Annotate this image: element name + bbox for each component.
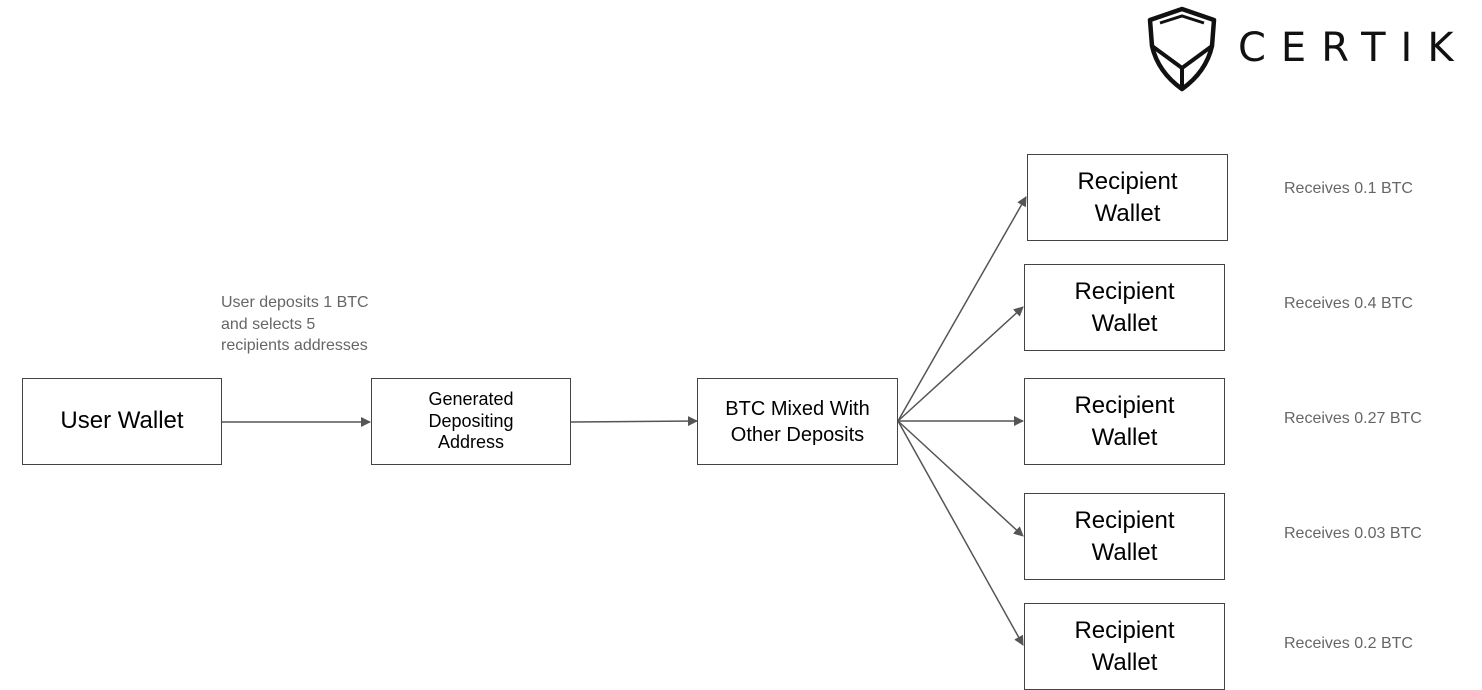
deposit-note: User deposits 1 BTC and selects 5 recipi… (221, 294, 369, 355)
arrow-mixer-to-recipient-2 (897, 306, 1024, 422)
recipient-amount: Receives 0.2 BTC (1284, 635, 1413, 652)
recipient-wallet-node: Recipient Wallet (1024, 378, 1225, 465)
recipient-amount: Receives 0.4 BTC (1284, 295, 1413, 312)
brand-wordmark: CERTIK (1238, 25, 1469, 71)
arrow-mixer-to-recipient-4 (897, 420, 1024, 537)
arrow-mixer-to-recipient-5 (897, 420, 1024, 646)
recipient-wallet-node: Recipient Wallet (1024, 493, 1225, 580)
mixer-node: BTC Mixed With Other Deposits (697, 378, 898, 465)
recipient-wallet-node: Recipient Wallet (1024, 603, 1225, 690)
arrow-mixer-to-recipient-1 (897, 196, 1027, 422)
recipient-amount: Receives 0.03 BTC (1284, 525, 1422, 542)
certik-shield-icon (1147, 6, 1217, 92)
recipient-amount: Receives 0.27 BTC (1284, 410, 1422, 427)
recipient-wallet-node: Recipient Wallet (1027, 154, 1228, 241)
recipient-amount: Receives 0.1 BTC (1284, 180, 1413, 197)
arrow-deposit-to-mixer (570, 416, 698, 427)
depositing-address-node: Generated Depositing Address (371, 378, 571, 465)
recipient-wallet-node: Recipient Wallet (1024, 264, 1225, 351)
user-wallet-node: User Wallet (22, 378, 222, 465)
